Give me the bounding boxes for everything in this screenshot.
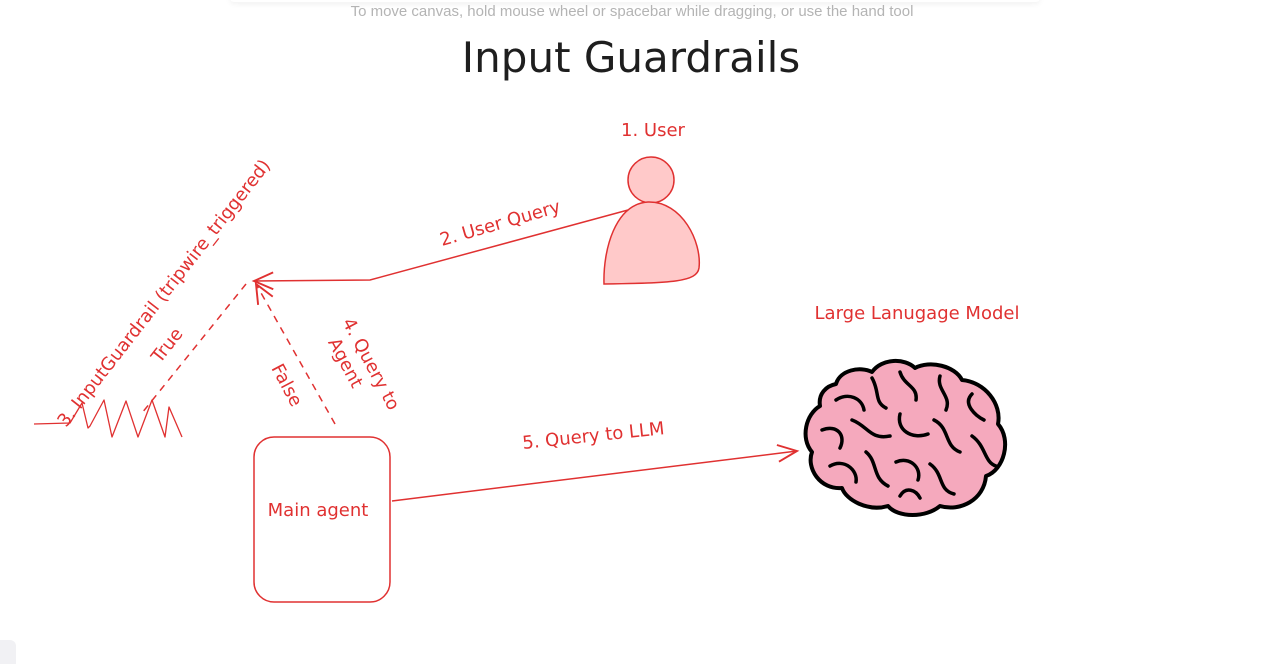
true-dashed-line[interactable]: [141, 283, 247, 414]
user-query-label[interactable]: 2. User Query: [438, 196, 564, 251]
canvas-hint: To move canvas, hold mouse wheel or spac…: [350, 3, 914, 20]
llm-label[interactable]: Large Lanugage Model: [815, 303, 1020, 324]
input-guardrail-label[interactable]: 3. InputGuardrail (tripwire_triggered): [53, 156, 275, 431]
user-label[interactable]: 1. User: [621, 120, 686, 141]
page-title[interactable]: Input Guardrails: [462, 33, 800, 82]
user-person-icon[interactable]: [603, 156, 701, 285]
false-dashed-arrow[interactable]: [254, 281, 336, 425]
zigzag-tripwire-icon[interactable]: [33, 399, 183, 438]
main-agent-label[interactable]: Main agent: [268, 500, 369, 521]
query-to-llm-label[interactable]: 5. Query to LLM: [521, 418, 665, 454]
user-query-arrow[interactable]: [251, 209, 629, 291]
true-label[interactable]: True: [147, 324, 188, 368]
query-to-llm-arrow[interactable]: [391, 444, 800, 502]
brain-icon[interactable]: [803, 359, 1008, 517]
toolbar-shadow: [230, 0, 1040, 2]
bottom-left-panel-stub: [0, 640, 16, 664]
false-label[interactable]: False: [267, 360, 307, 410]
main-agent-box[interactable]: [253, 436, 391, 603]
query-to-agent-label[interactable]: 4. Query to Agent: [318, 314, 404, 424]
